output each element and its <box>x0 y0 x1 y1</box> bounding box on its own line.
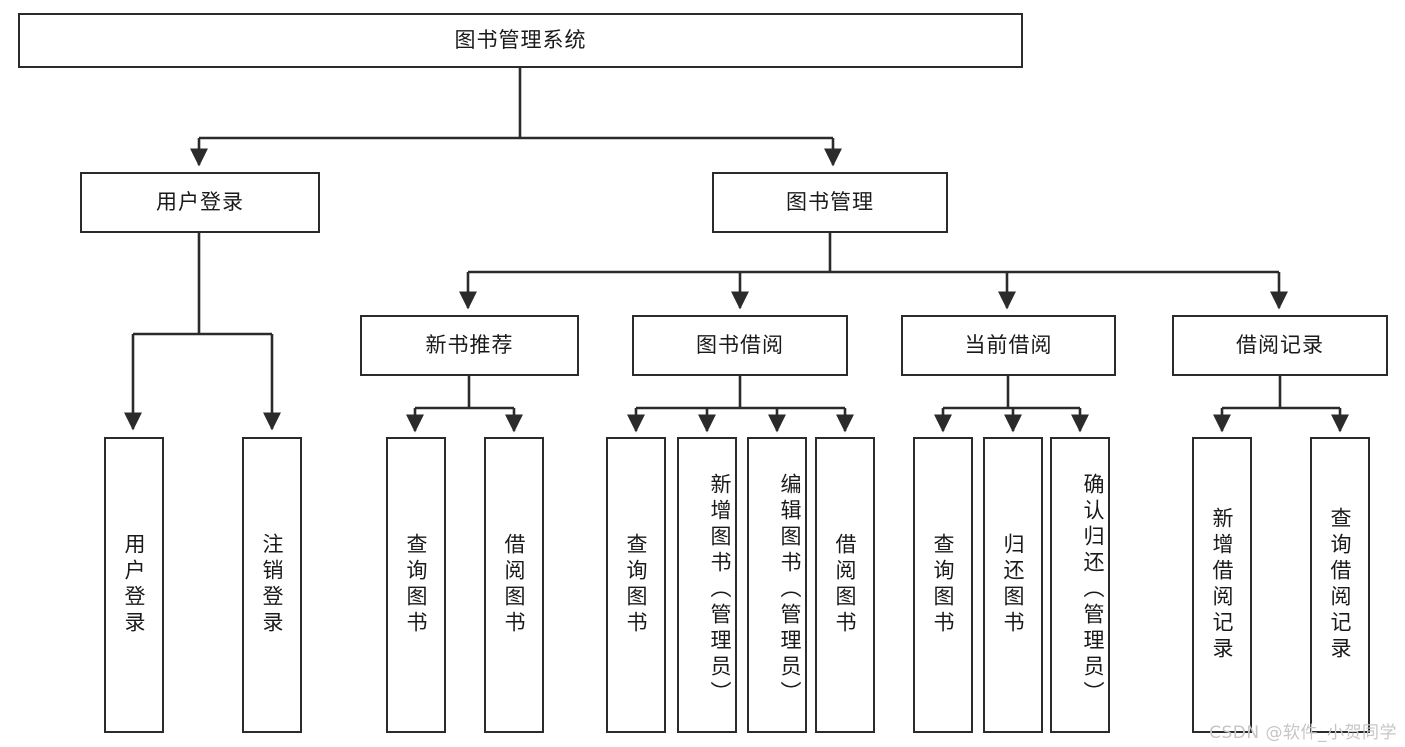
node-label: 图书管理系统 <box>454 27 587 52</box>
node-label: 查询图书 <box>931 533 955 637</box>
node-label: 借阅图书 <box>833 533 857 637</box>
node-label: 图书管理 <box>786 189 874 214</box>
node-book-management[interactable]: 图书管理 <box>712 172 948 233</box>
node-user-login[interactable]: 用户登录 <box>80 172 320 233</box>
node-label: 编辑图书（管理员） <box>778 473 802 707</box>
node-borrow-record[interactable]: 借阅记录 <box>1172 315 1388 376</box>
node-label: 用户登录 <box>122 533 146 637</box>
node-label: 查询图书 <box>624 533 648 637</box>
node-label: 归还图书 <box>1001 533 1025 637</box>
node-new-book-recommend[interactable]: 新书推荐 <box>360 315 579 376</box>
node-label: 借阅记录 <box>1236 332 1324 357</box>
node-current-borrow[interactable]: 当前借阅 <box>901 315 1116 376</box>
leaf-book-borrow-borrow[interactable]: 借阅图书 <box>815 437 875 733</box>
leaf-current-borrow-query[interactable]: 查询图书 <box>913 437 973 733</box>
node-label: 用户登录 <box>156 189 244 214</box>
node-label: 查询借阅记录 <box>1328 507 1352 663</box>
node-label: 图书借阅 <box>696 332 784 357</box>
node-label: 查询图书 <box>404 533 428 637</box>
node-label: 新书推荐 <box>425 332 514 357</box>
node-label: 借阅图书 <box>502 533 526 637</box>
node-label: 新增借阅记录 <box>1210 507 1234 663</box>
leaf-current-borrow-return[interactable]: 归还图书 <box>983 437 1043 733</box>
leaf-borrow-record-query[interactable]: 查询借阅记录 <box>1310 437 1370 733</box>
leaf-book-borrow-edit[interactable]: 编辑图书（管理员） <box>747 437 807 733</box>
leaf-book-borrow-query[interactable]: 查询图书 <box>606 437 666 733</box>
leaf-current-borrow-confirm-return[interactable]: 确认归还（管理员） <box>1050 437 1110 733</box>
node-label: 确认归还（管理员） <box>1081 473 1105 707</box>
leaf-user-login-logout[interactable]: 注销登录 <box>242 437 302 733</box>
node-book-borrow[interactable]: 图书借阅 <box>632 315 848 376</box>
node-root[interactable]: 图书管理系统 <box>18 13 1023 68</box>
watermark: CSDN @软件_小贺同学 <box>1209 723 1397 743</box>
node-label: 当前借阅 <box>964 332 1053 357</box>
leaf-new-book-query[interactable]: 查询图书 <box>386 437 446 733</box>
leaf-borrow-record-add[interactable]: 新增借阅记录 <box>1192 437 1252 733</box>
node-label: 注销登录 <box>260 533 284 637</box>
leaf-book-borrow-add[interactable]: 新增图书（管理员） <box>677 437 737 733</box>
node-label: 新增图书（管理员） <box>708 473 732 707</box>
leaf-new-book-borrow[interactable]: 借阅图书 <box>484 437 544 733</box>
leaf-user-login-login[interactable]: 用户登录 <box>104 437 164 733</box>
